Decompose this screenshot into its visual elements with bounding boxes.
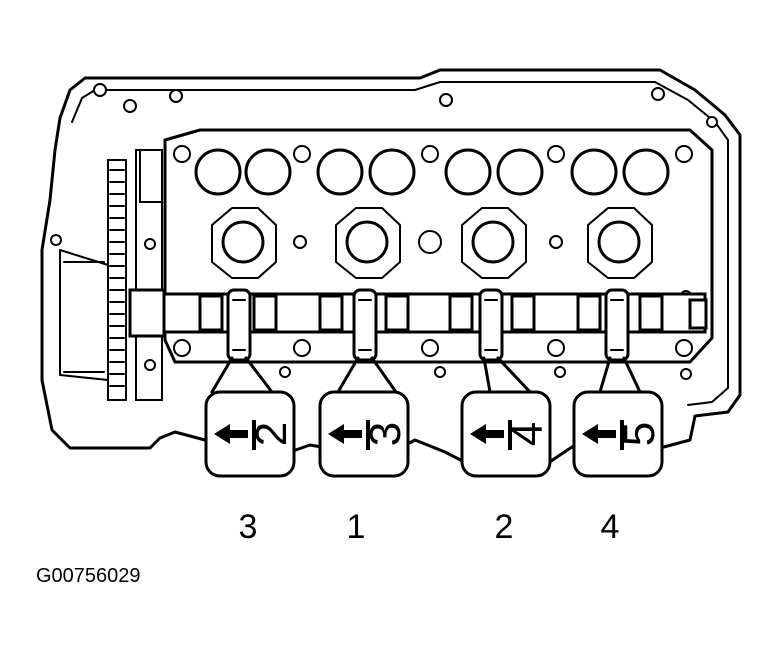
cap-marking-text: 2 (247, 422, 296, 446)
leader-lines (210, 356, 642, 394)
cap-callout-1: 2 (204, 390, 296, 478)
sequence-label: 2 (495, 508, 514, 546)
sequence-label: 1 (347, 508, 366, 546)
head-bolts (173, 145, 693, 357)
spark-plug-wells (211, 207, 653, 279)
bearing-caps (226, 288, 630, 362)
sequence-label: 4 (601, 508, 620, 546)
sequence-label: 3 (239, 508, 258, 546)
cap-marking-text: 3 (361, 422, 410, 446)
camshaft (128, 288, 708, 338)
cap-marking-text: 5 (615, 422, 664, 446)
cap-callout-3: 4 (460, 390, 552, 478)
cap-callout-2: 3 (318, 390, 410, 478)
cylinder-head-deck (163, 128, 714, 364)
sequence-labels: 3 1 2 4 (239, 508, 620, 546)
timing-chain (107, 149, 163, 401)
figure-id: G00756029 (36, 565, 141, 587)
valve-bores (194, 148, 670, 196)
cap-marking-text: 4 (503, 422, 552, 446)
cap-callout-4: 5 (572, 390, 664, 478)
